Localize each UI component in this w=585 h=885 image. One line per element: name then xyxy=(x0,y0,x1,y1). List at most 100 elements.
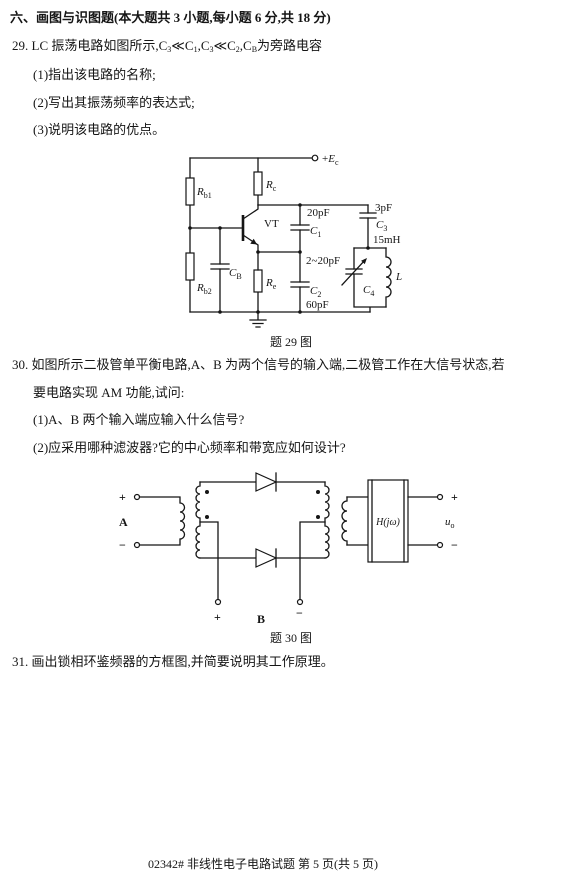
rb2-label-sub: b2 xyxy=(204,287,212,296)
q31-stem: 31. 画出锁相环鉴频器的方框图,并简要说明其工作原理。 xyxy=(12,654,334,669)
rb2-label-main: R xyxy=(196,282,204,294)
diode-bottom-icon xyxy=(255,548,278,568)
q29-stem-sub: B xyxy=(251,45,258,54)
junction-dot xyxy=(298,250,302,254)
re-label-sub: e xyxy=(273,282,277,291)
output-transformer-secondary xyxy=(341,496,348,546)
polarity-dot xyxy=(316,490,320,494)
input-b-label: B xyxy=(257,612,265,626)
capacitor-c4-arrow xyxy=(341,259,366,286)
capacitor-c1 xyxy=(290,224,310,231)
wire-center-tap-b-plus xyxy=(199,521,219,601)
supply-label-main: E xyxy=(327,153,335,165)
filter-block-inner xyxy=(371,479,405,563)
wire-filter-input xyxy=(346,496,369,546)
diode-top-icon xyxy=(255,472,278,492)
input-a-terminal-minus xyxy=(133,541,141,549)
input-b-plus: + xyxy=(214,610,221,624)
q30-stem-line-1: 30. 如图所示二极管单平衡电路,A、B 为两个信号的输入端,二极管工作在大信号… xyxy=(12,357,505,372)
supply-label-sub: c xyxy=(335,158,339,167)
q29-item-2: (2)写出其振荡频率的表达式; xyxy=(33,95,195,110)
section-heading: 六、画图与识图题(本大题共 3 小题,每小题 6 分,共 18 分) xyxy=(10,10,331,25)
input-b-minus: − xyxy=(296,606,303,620)
circuit-diagram-30: + A − + B − H(jω) + uo − xyxy=(119,472,458,626)
re-label-main: R xyxy=(265,277,273,289)
junction-dot xyxy=(366,246,370,250)
supply-label: +Ec xyxy=(322,153,339,167)
input-a-label: A xyxy=(119,515,128,529)
junction-dot xyxy=(218,226,222,230)
input-a-terminal-plus xyxy=(133,493,141,501)
output-minus: − xyxy=(451,538,458,552)
c1-label-sub: 1 xyxy=(317,230,321,239)
output-terminal-plus xyxy=(436,493,444,501)
q30-item-2: (2)应采用哪种滤波器?它的中心频率和带宽应如何设计? xyxy=(33,440,346,455)
rc-label-main: R xyxy=(265,179,273,191)
input-b-terminal-plus xyxy=(214,598,222,606)
ground-icon xyxy=(249,311,267,328)
c4-label: C4 xyxy=(363,284,374,298)
capacitor-c2 xyxy=(290,281,310,288)
q29-stem-sub: 3 xyxy=(209,45,214,54)
c4-value: 2~20pF xyxy=(306,255,340,267)
polarity-dot xyxy=(205,515,209,519)
c2-label-sub: 2 xyxy=(317,290,321,299)
resistor-rb2 xyxy=(185,252,195,281)
junction-dot xyxy=(298,310,302,314)
junction-dot xyxy=(298,203,302,207)
q29-stem-sub: 1 xyxy=(193,45,198,54)
cb-label-main: C xyxy=(229,267,237,279)
rb1-label-sub: b1 xyxy=(204,191,212,200)
figure-30-caption: 题 30 图 xyxy=(270,631,313,645)
c4-label-main: C xyxy=(363,284,371,296)
inductor-label: L xyxy=(395,271,402,283)
rc-label-sub: c xyxy=(273,184,277,193)
cb-label: CB xyxy=(229,267,242,281)
supply-label-prefix: + xyxy=(322,153,328,165)
q30-stem-line-2: 要电路实现 AM 功能,试问: xyxy=(33,385,185,400)
junction-dot xyxy=(256,250,260,254)
transistor-collector xyxy=(242,204,259,220)
resistor-rb1 xyxy=(185,177,195,206)
supply-terminal xyxy=(311,154,319,162)
re-label: Re xyxy=(265,277,277,291)
q29-stem: 29. LC 振荡电路如图所示,C3≪C1,C3≪C2,CB为旁路电容 xyxy=(12,38,322,54)
output-transformer-primary xyxy=(324,481,330,559)
capacitor-cb xyxy=(210,263,230,270)
input-a-minus: − xyxy=(119,538,126,552)
output-label: uo xyxy=(445,516,455,530)
q29-stem-text: ≪C xyxy=(171,38,194,53)
q29-stem-text: ,C xyxy=(197,38,210,53)
rc-label: Rc xyxy=(265,179,277,193)
input-transformer-secondary xyxy=(195,481,201,559)
c2-value: 60pF xyxy=(306,299,329,311)
rb2-label: Rb2 xyxy=(196,282,212,296)
circuit-diagram-29: +Ec Rb1 Rb2 CB Rc Re VT 20pF C1 2~20pF C… xyxy=(185,153,402,328)
inductor-value: 15mH xyxy=(373,234,401,246)
transistor-vt xyxy=(241,204,259,271)
q29-item-1: (1)指出该电路的名称; xyxy=(33,67,156,82)
c2-label-main: C xyxy=(310,285,318,297)
junction-dot xyxy=(188,226,192,230)
input-b-terminal-minus xyxy=(296,598,304,606)
c4-label-sub: 4 xyxy=(370,289,374,298)
c3-value: 3pF xyxy=(375,202,392,214)
resistor-rc xyxy=(253,171,263,196)
junction-dots xyxy=(188,203,370,314)
output-label-sub: o xyxy=(451,521,455,530)
output-terminal-minus xyxy=(436,541,444,549)
wire-c3 xyxy=(353,204,387,249)
c3-label-sub: 3 xyxy=(383,224,387,233)
q29-stem-sub: 3 xyxy=(167,45,172,54)
output-plus: + xyxy=(451,490,458,504)
transistor-emitter xyxy=(242,234,259,271)
input-a-plus: + xyxy=(119,490,126,504)
c1-label-main: C xyxy=(310,225,318,237)
page-footer: 02342# 非线性电子电路试题 第 5 页(共 5 页) xyxy=(148,857,378,871)
wire-tank xyxy=(353,247,387,313)
polarity-dot xyxy=(316,515,320,519)
transistor-label: VT xyxy=(264,218,279,230)
arrowhead-icon xyxy=(361,258,367,265)
capacitor-c4-plates xyxy=(345,268,363,275)
q29-stem-text: ,C xyxy=(239,38,252,53)
